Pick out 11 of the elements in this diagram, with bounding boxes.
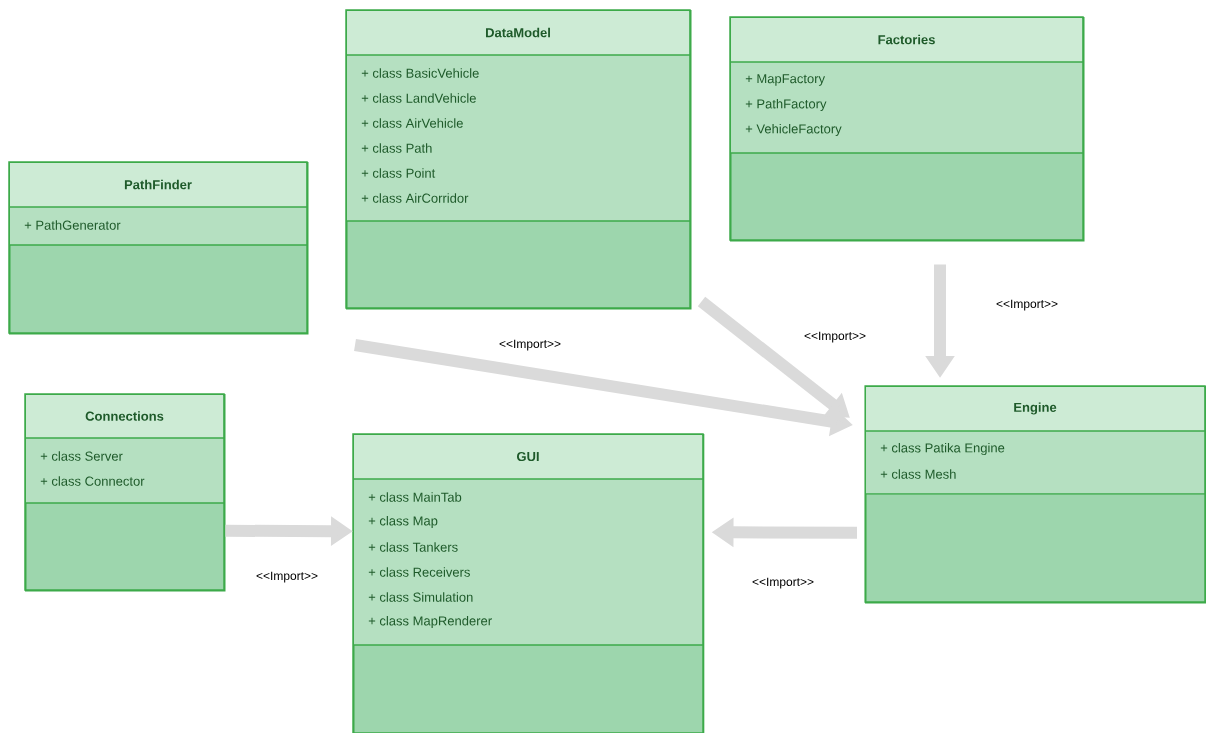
edge-label: <<Import>> — [803, 330, 868, 344]
edge-label: <<Import>> — [498, 338, 563, 352]
class-box: Engine + class Patika Engine + class Mesh — [864, 385, 1206, 604]
class-box: PathFinder + PathGenerator — [8, 161, 309, 335]
class-box: DataModel + class BasicVehicle + class LandVehicle + class AirVehicle + class Path + class Point + class AirCorridor — [345, 9, 692, 310]
edge-label: <<Import>> — [255, 570, 320, 584]
edge-label: <<Import>> — [995, 298, 1060, 312]
class-box: GUI + class MainTab + class Map + class Tankers + class Receivers + class Simulation + class MapRenderer — [352, 433, 705, 733]
class-box: Connections + class Server + class Connector — [24, 393, 226, 592]
edge-label: <<Import>> — [751, 576, 816, 590]
class-box: Factories + MapFactory + PathFactory + VehicleFactory — [729, 16, 1085, 242]
